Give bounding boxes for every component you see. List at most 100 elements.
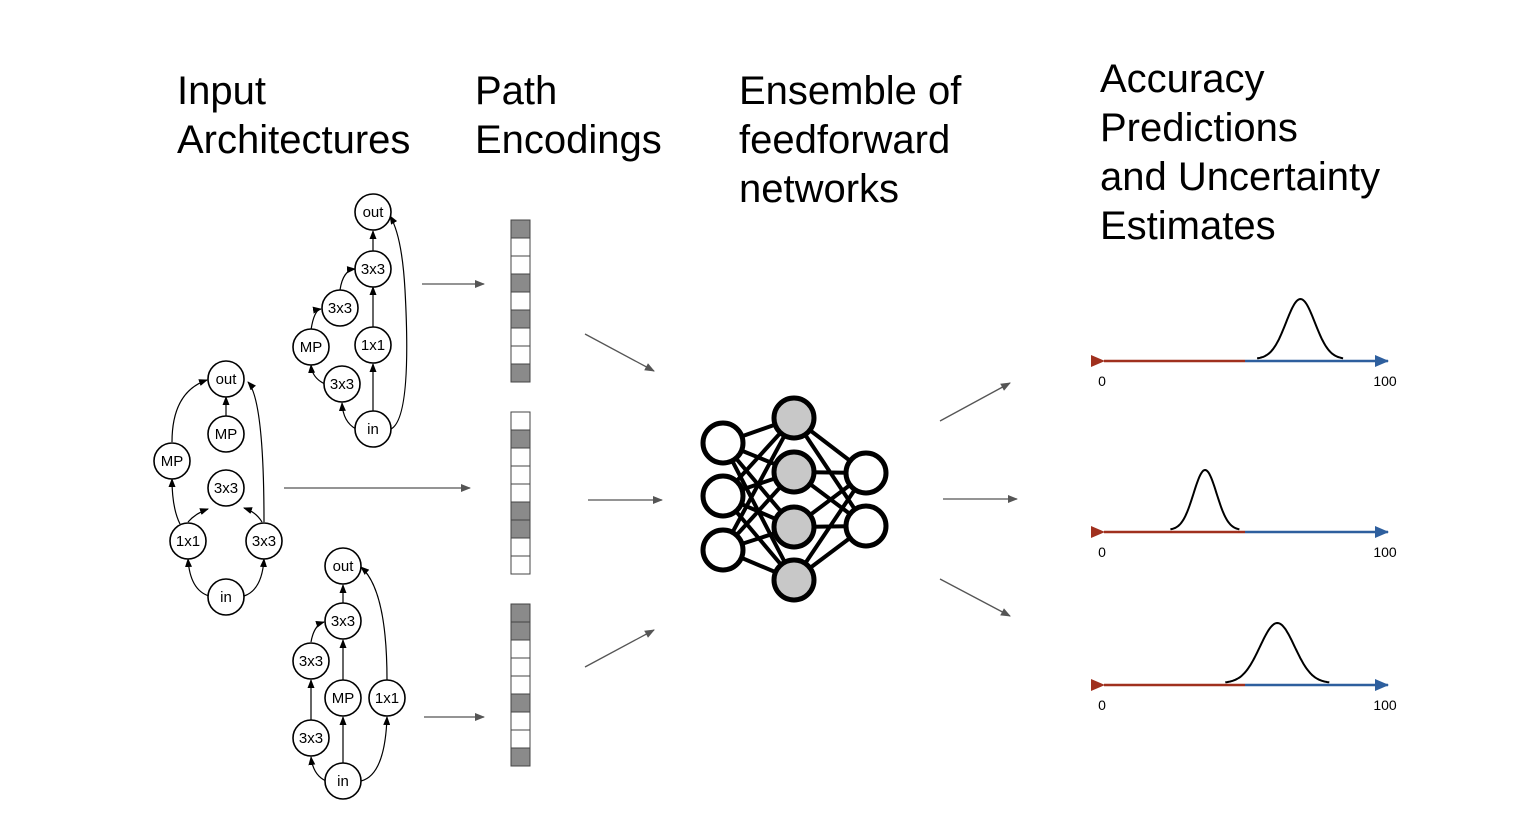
heading-line: Accuracy — [1100, 57, 1265, 101]
arch-node: 3x3 — [292, 719, 330, 757]
encoding-cell-empty — [510, 291, 531, 311]
encoding-cell-empty — [510, 729, 531, 749]
flow-arrows-left — [284, 280, 485, 721]
encoding-cell-filled — [510, 693, 531, 713]
arch-node: 1x1 — [354, 326, 392, 364]
encoding-cell-empty — [510, 327, 531, 347]
heading-line: Estimates — [1100, 204, 1276, 248]
arch-node: MP — [324, 679, 362, 717]
arch-node: 3x3 — [323, 365, 361, 403]
heading-line: and Uncertainty — [1100, 155, 1381, 199]
arch-node-label: 3x3 — [330, 376, 354, 393]
arch-node-label: in — [367, 421, 379, 438]
encoding-cell-filled — [510, 603, 531, 623]
arch-node-label: 3x3 — [328, 300, 352, 317]
arch-node: out — [354, 193, 392, 231]
flow-arrow — [584, 629, 655, 668]
arch-node-label: MP — [161, 453, 184, 470]
neural-network — [700, 395, 889, 603]
flow-arrows-right — [939, 382, 1018, 617]
encoding-cell-filled — [510, 747, 531, 767]
arch-node-label: 1x1 — [176, 533, 200, 550]
arch-node-label: 1x1 — [361, 337, 385, 354]
path-encodings-heading: Path Encodings — [475, 67, 662, 165]
arch-node: 3x3 — [324, 602, 362, 640]
arch-node-label: 3x3 — [331, 613, 355, 630]
axis-min-label: 0 — [1098, 373, 1106, 389]
input-neuron — [700, 527, 746, 573]
axis-min-label: 0 — [1098, 544, 1106, 560]
distribution-curve — [1257, 297, 1344, 360]
path-encoding-2 — [510, 411, 531, 575]
arch-node: in — [207, 578, 245, 616]
arch-node: MP — [292, 328, 330, 366]
flow-arrow — [939, 578, 1011, 617]
input-neuron — [700, 420, 746, 466]
input-neuron — [700, 473, 746, 519]
arch-node: 1x1 — [368, 679, 406, 717]
heading-line: Input — [177, 69, 266, 113]
arch-node-label: 3x3 — [299, 653, 323, 670]
network-edge — [721, 417, 796, 551]
output-neuron — [843, 503, 889, 549]
heading-line: Architectures — [177, 118, 411, 162]
encoding-cell-empty — [510, 411, 531, 431]
axis-max-label: 100 — [1373, 697, 1397, 713]
input-architectures-heading: Input Architectures — [177, 67, 410, 165]
arch-node: MP — [207, 415, 245, 453]
heading-line: Encodings — [475, 118, 662, 162]
flow-arrow — [584, 333, 655, 372]
axis-max-label: 100 — [1373, 544, 1397, 560]
arch-node-label: 3x3 — [361, 261, 385, 278]
encoding-cell-filled — [510, 519, 531, 539]
heading-line: networks — [739, 167, 900, 211]
encoding-cell-empty — [510, 237, 531, 257]
encoding-cell-filled — [510, 501, 531, 521]
distribution-plot-2: 0 100 — [1091, 468, 1397, 560]
distribution-curve — [1170, 468, 1240, 531]
encoding-cell-empty — [510, 657, 531, 677]
arch-node: 3x3 — [354, 250, 392, 288]
axis-max-label: 100 — [1373, 373, 1397, 389]
encoding-cell-filled — [510, 273, 531, 293]
axis-min-label: 0 — [1098, 697, 1106, 713]
encoding-cell-empty — [510, 255, 531, 275]
encoding-cell-empty — [510, 465, 531, 485]
arch-node: 3x3 — [321, 289, 359, 327]
hidden-neuron — [771, 395, 817, 441]
encoding-cell-filled — [510, 621, 531, 641]
path-encoding-1 — [510, 219, 531, 383]
arch-node-label: 3x3 — [299, 730, 323, 747]
heading-line: feedforward — [739, 118, 951, 162]
ensemble-heading: Ensemble of feedforward networks — [739, 67, 961, 214]
arch-node-label: MP — [332, 690, 355, 707]
distribution-curve — [1225, 621, 1330, 684]
arch-node: 3x3 — [207, 469, 245, 507]
encoding-cell-empty — [510, 639, 531, 659]
arch-node: 1x1 — [169, 522, 207, 560]
arch-node: 3x3 — [292, 642, 330, 680]
arch-node-label: 1x1 — [375, 690, 399, 707]
output-neuron — [843, 450, 889, 496]
arch-node: out — [207, 360, 245, 398]
heading-line: Ensemble of — [739, 69, 962, 113]
predictions-heading: Accuracy Predictions and Uncertainty Est… — [1100, 55, 1380, 251]
encoding-cell-empty — [510, 537, 531, 557]
encoding-cell-empty — [510, 483, 531, 503]
heading-line: Path — [475, 69, 558, 113]
arch-node-label: 3x3 — [214, 480, 238, 497]
arch-node: 3x3 — [245, 522, 283, 560]
arch-node: in — [324, 762, 362, 800]
encoding-cell-filled — [510, 429, 531, 449]
hidden-neuron — [771, 504, 817, 550]
path-encoding-3 — [510, 603, 531, 767]
hidden-neuron — [771, 449, 817, 495]
encoding-cell-empty — [510, 675, 531, 695]
flow-arrow — [939, 382, 1011, 422]
arch-node: in — [354, 410, 392, 448]
encoding-cell-empty — [510, 711, 531, 731]
hidden-neuron — [771, 557, 817, 603]
arch-node-label: MP — [300, 339, 323, 356]
